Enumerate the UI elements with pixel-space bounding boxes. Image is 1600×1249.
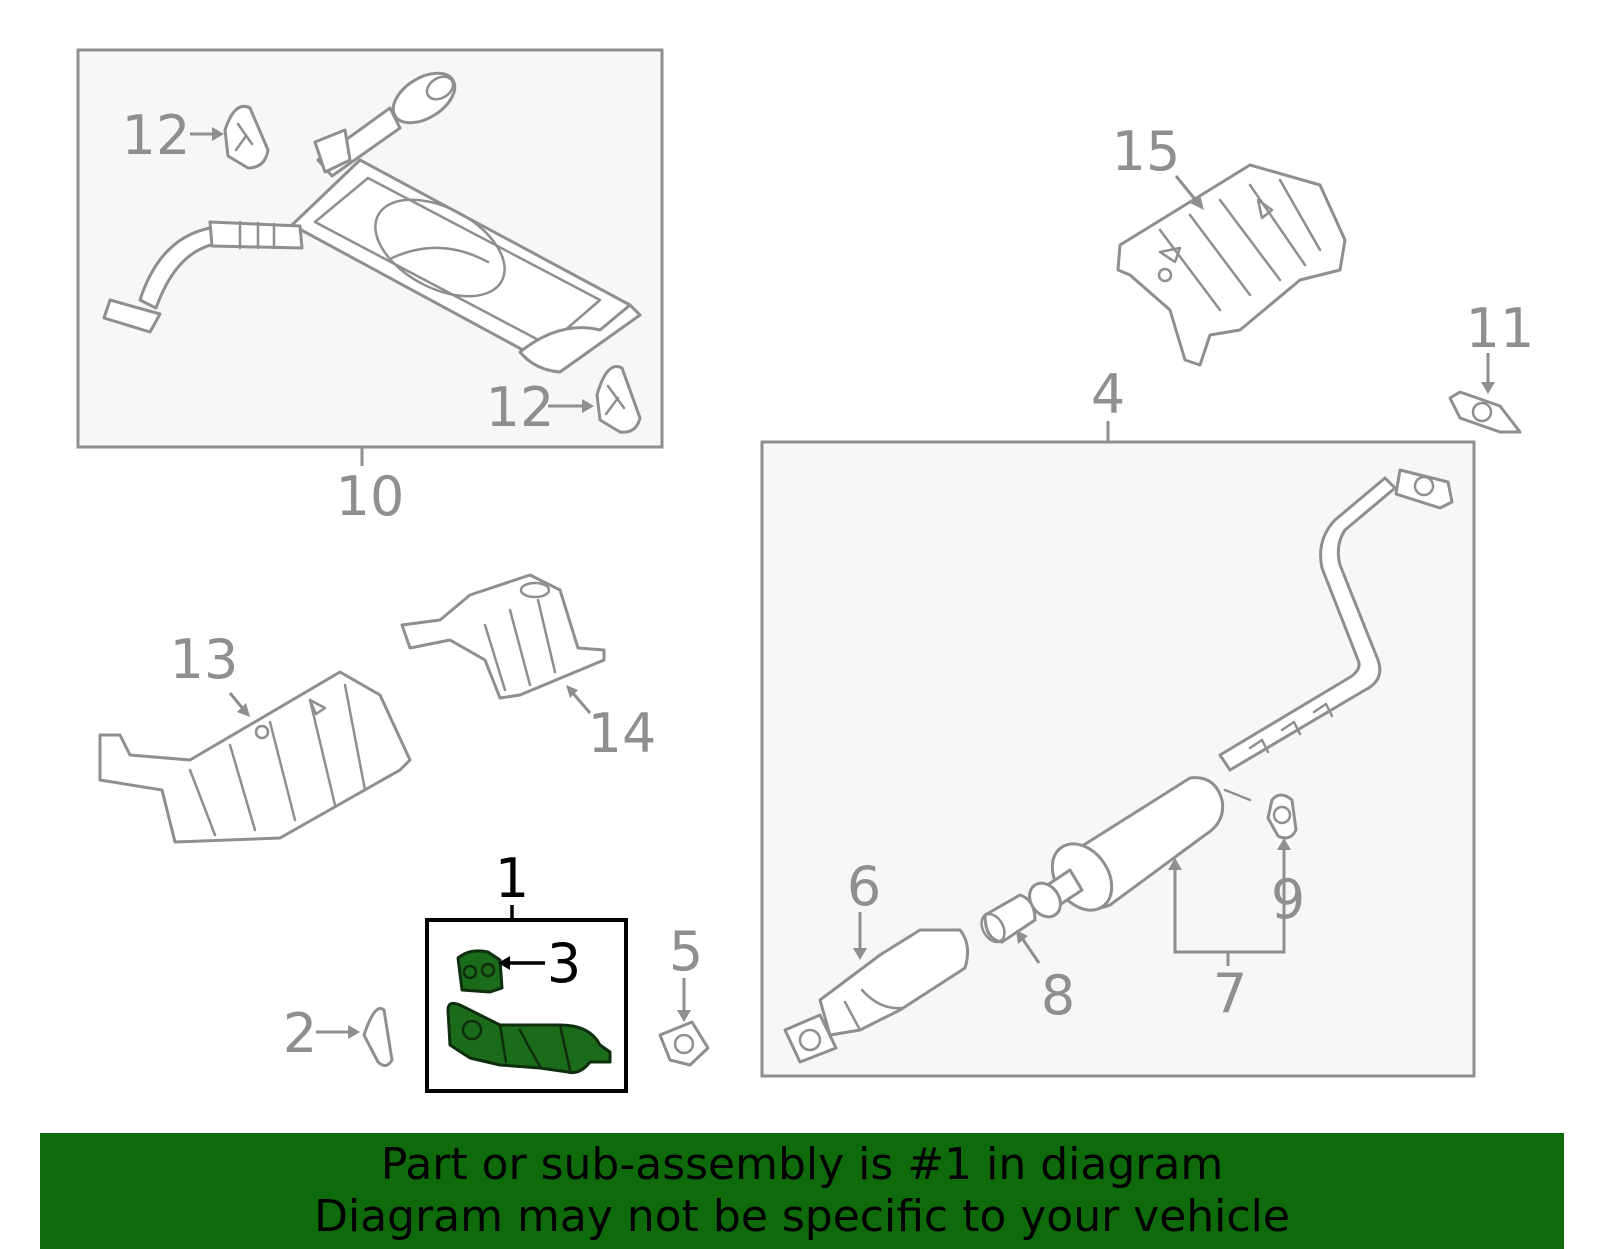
callout-14: 14 bbox=[588, 702, 657, 765]
gasket-11[interactable] bbox=[1448, 390, 1522, 434]
hanger-12-upper[interactable] bbox=[223, 104, 270, 170]
callout-10: 10 bbox=[336, 465, 405, 528]
callout-7: 7 bbox=[1213, 962, 1247, 1025]
callout-9: 9 bbox=[1271, 868, 1305, 931]
heat-shield-13[interactable] bbox=[98, 670, 412, 844]
panel-4-pipe-assembly[interactable] bbox=[760, 440, 1476, 1078]
gasket-2[interactable] bbox=[362, 1007, 394, 1067]
callout-12-upper: 12 bbox=[122, 104, 191, 167]
callout-15: 15 bbox=[1112, 120, 1181, 183]
callout-2: 2 bbox=[283, 1002, 317, 1065]
hanger-12-lower[interactable] bbox=[595, 365, 642, 434]
callout-4: 4 bbox=[1091, 363, 1125, 426]
manifold-converter-1[interactable] bbox=[446, 1001, 612, 1074]
panel-10-muffler-assembly[interactable] bbox=[76, 48, 664, 449]
banner-line-2: Diagram may not be specific to your vehi… bbox=[314, 1191, 1290, 1242]
callout-5: 5 bbox=[669, 920, 703, 983]
callout-1: 1 bbox=[495, 847, 529, 910]
callout-8: 8 bbox=[1041, 964, 1075, 1027]
heat-shield-15[interactable] bbox=[1116, 163, 1347, 367]
callout-3: 3 bbox=[547, 932, 581, 995]
callout-12-lower: 12 bbox=[486, 376, 555, 439]
gasket-5[interactable] bbox=[658, 1020, 710, 1067]
callout-11: 11 bbox=[1466, 297, 1535, 360]
banner-line-1: Part or sub-assembly is #1 in diagram bbox=[380, 1139, 1224, 1190]
gasket-3[interactable] bbox=[456, 949, 504, 994]
heat-shield-14[interactable] bbox=[400, 573, 606, 700]
info-banner: Part or sub-assembly is #1 in diagram Di… bbox=[40, 1133, 1564, 1249]
callout-6: 6 bbox=[847, 855, 881, 918]
callout-13: 13 bbox=[170, 628, 239, 691]
